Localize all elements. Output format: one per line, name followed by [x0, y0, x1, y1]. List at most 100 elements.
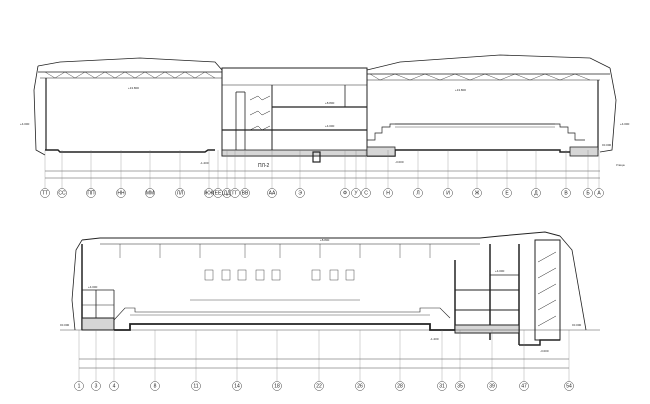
- axis-label: Э: [298, 191, 302, 197]
- axis-label: И: [446, 191, 450, 197]
- tribune: [367, 123, 585, 141]
- axis-label: 35: [457, 384, 463, 390]
- axis-marker-Б: Б: [583, 150, 593, 198]
- axis-label: 31: [439, 384, 445, 390]
- axis-bubble: [395, 381, 405, 391]
- axis-marker-ВВ: ВВ: [240, 150, 250, 198]
- facade-left: [71, 239, 83, 331]
- svg-text:-3.000: -3.000: [540, 349, 549, 353]
- axis-label: Ф: [343, 191, 347, 197]
- truss-left: [44, 71, 216, 79]
- svg-text:-1.200: -1.200: [200, 161, 209, 165]
- axis-marker-С: С: [361, 150, 371, 198]
- axis-label: 28: [397, 384, 403, 390]
- axis-marker-4: 4: [109, 330, 119, 391]
- axis-bubble: [594, 188, 604, 198]
- axis-marker-Д: Д: [531, 150, 541, 198]
- axis-marker-СС: СС: [57, 150, 67, 198]
- axis-label: 1: [78, 384, 81, 390]
- axis-label: С: [364, 191, 368, 197]
- axis-marker-Е: Е: [502, 150, 512, 198]
- top-section: [33, 54, 617, 179]
- axis-marker-В: В: [561, 150, 571, 198]
- axis-bubble: [86, 188, 96, 198]
- svg-text:+8.800: +8.800: [320, 238, 330, 242]
- central-block: [221, 67, 368, 157]
- axis-bubble: [561, 188, 571, 198]
- axis-marker-35: 35: [455, 330, 465, 391]
- axis-label: 3: [95, 384, 98, 390]
- axis-marker-54: 54: [564, 330, 574, 391]
- axis-label: ММ: [146, 191, 154, 197]
- axis-label: ПП: [87, 191, 95, 197]
- axis-label: Л: [416, 191, 419, 197]
- axis-bubble: [40, 188, 50, 198]
- axis-marker-31: 31: [437, 330, 447, 391]
- axis-label: Е: [505, 191, 509, 197]
- axis-bubble: [91, 381, 101, 391]
- axis-label: ЕЕ: [215, 191, 222, 197]
- axis-marker-8: 8: [150, 330, 160, 391]
- axis-marker-Э: Э: [295, 150, 305, 198]
- svg-text:+4.000: +4.000: [20, 122, 30, 126]
- axis-label: ЛЛ: [177, 191, 184, 197]
- axis-marker-47: 47: [519, 330, 529, 391]
- axis-bubble: [472, 188, 482, 198]
- axis-label: 8: [154, 384, 157, 390]
- bottom-section: [60, 231, 600, 369]
- axis-bubble: [564, 381, 574, 391]
- axis-bubble: [109, 381, 119, 391]
- truss-right: [369, 73, 591, 81]
- axis-label: 39: [489, 384, 495, 390]
- svg-text:+4.000: +4.000: [88, 285, 98, 289]
- axis-bubble: [455, 381, 465, 391]
- bottom-level-marks: +8.800 +4.000 ±0.000 -1.200 +4.000 ±0.00…: [60, 238, 581, 353]
- axis-marker-У: У: [351, 150, 361, 198]
- axis-bubble: [502, 188, 512, 198]
- svg-text:-1.200: -1.200: [430, 337, 439, 341]
- axis-marker-Л: Л: [413, 150, 423, 198]
- axis-bubble: [351, 188, 361, 198]
- stair-left: [249, 95, 271, 131]
- axis-marker-11: 11: [191, 330, 201, 391]
- axis-bubble: [295, 188, 305, 198]
- axis-bubble: [191, 381, 201, 391]
- axis-marker-18: 18: [272, 330, 282, 391]
- axis-label: Д: [534, 191, 538, 197]
- axis-marker-ПП: ПП: [86, 150, 96, 198]
- axis-bubble: [531, 188, 541, 198]
- axis-bubble: [383, 188, 393, 198]
- svg-text:-3.000: -3.000: [395, 160, 404, 164]
- axis-bubble: [361, 188, 371, 198]
- axis-marker-39: 39: [487, 330, 497, 391]
- hatched-slab: [221, 149, 368, 157]
- axis-marker-14: 14: [232, 330, 242, 391]
- axis-marker-28: 28: [395, 330, 405, 391]
- axis-marker-ДД: ДД: [222, 150, 232, 198]
- axis-label: 14: [234, 384, 240, 390]
- axis-marker-Ж: Ж: [472, 150, 482, 198]
- facade-right: [599, 67, 617, 153]
- axis-bubble: [355, 381, 365, 391]
- axis-label: 54: [566, 384, 572, 390]
- axis-label: 18: [274, 384, 280, 390]
- axis-bubble: [340, 188, 350, 198]
- svg-text:+13.800: +13.800: [128, 86, 139, 90]
- axis-label: ДД: [224, 191, 231, 197]
- roof-right: [366, 54, 611, 71]
- axis-label: ТТ: [42, 191, 48, 197]
- svg-text:+13.800: +13.800: [455, 88, 466, 92]
- axis-bubble: [74, 381, 84, 391]
- top-level-marks: +13.800 +13.800 +4.000 -1.200 +4.000 ±0.…: [20, 86, 630, 165]
- axis-marker-А: А: [594, 150, 604, 198]
- axis-marker-3: 3: [91, 330, 101, 391]
- axis-marker-ЖЖ: ЖЖ: [204, 150, 214, 198]
- axis-marker-1: 1: [74, 330, 84, 391]
- axis-label: СС: [58, 191, 66, 197]
- axis-marker-ГГ: ГГ: [230, 150, 240, 198]
- axis-label: 47: [521, 384, 527, 390]
- svg-text:+4.000: +4.000: [325, 124, 335, 128]
- axis-label: 26: [357, 384, 363, 390]
